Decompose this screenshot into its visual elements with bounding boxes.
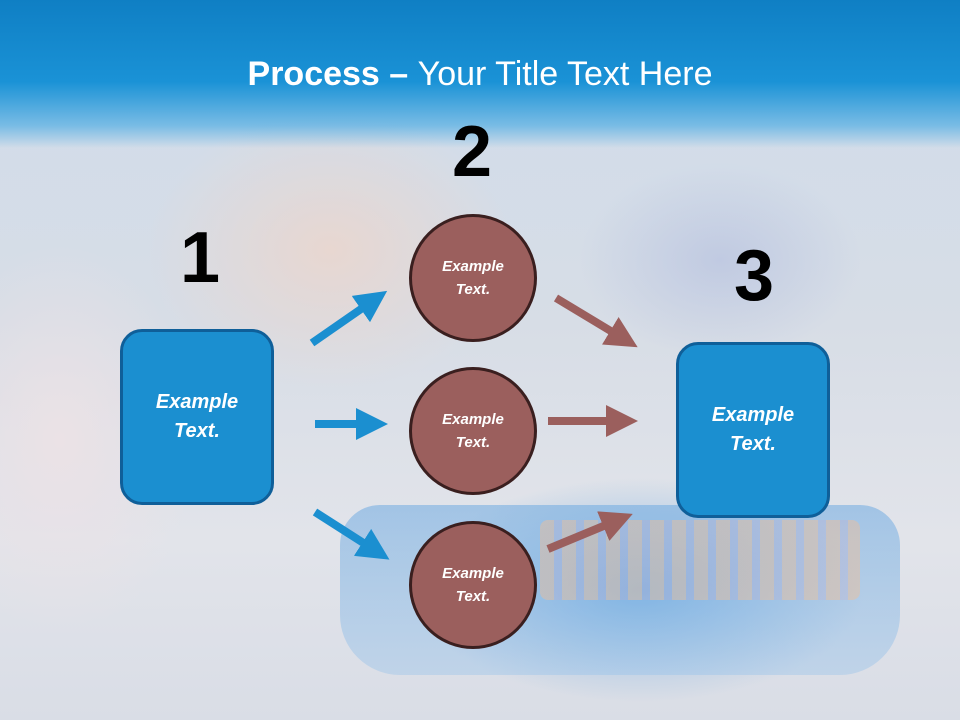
- step-1-text: Example Text.: [155, 391, 239, 442]
- step-number-3: 3: [733, 236, 775, 316]
- arrow-top-to-3: [553, 294, 638, 348]
- step-2-circle-bottom[interactable]: Example Text.: [409, 521, 537, 649]
- step-3-box[interactable]: Example Text.: [676, 342, 830, 518]
- arrow-1-to-top: [309, 290, 388, 347]
- title-rest: Your Title Text Here: [417, 55, 713, 93]
- step-number-1: 1: [179, 218, 221, 298]
- circle-middle-text: Example Text.: [442, 411, 504, 451]
- arrow-bottom-to-3: [546, 511, 633, 553]
- arrow-1-to-bottom: [312, 508, 390, 560]
- step-2-circle-top[interactable]: Example Text.: [409, 214, 537, 342]
- circle-top-text: Example Text.: [442, 258, 504, 298]
- title-bar: [0, 0, 960, 148]
- title-separator: –: [379, 55, 418, 93]
- step-1-box[interactable]: Example Text.: [120, 329, 274, 505]
- step-3-text: Example Text.: [711, 404, 795, 455]
- title-bold: Process: [247, 55, 380, 93]
- slide-title: Process – Your Title Text Here: [0, 52, 960, 96]
- step-number-2: 2: [451, 112, 493, 192]
- step-2-circle-middle[interactable]: Example Text.: [409, 367, 537, 495]
- circle-bottom-text: Example Text.: [442, 565, 504, 605]
